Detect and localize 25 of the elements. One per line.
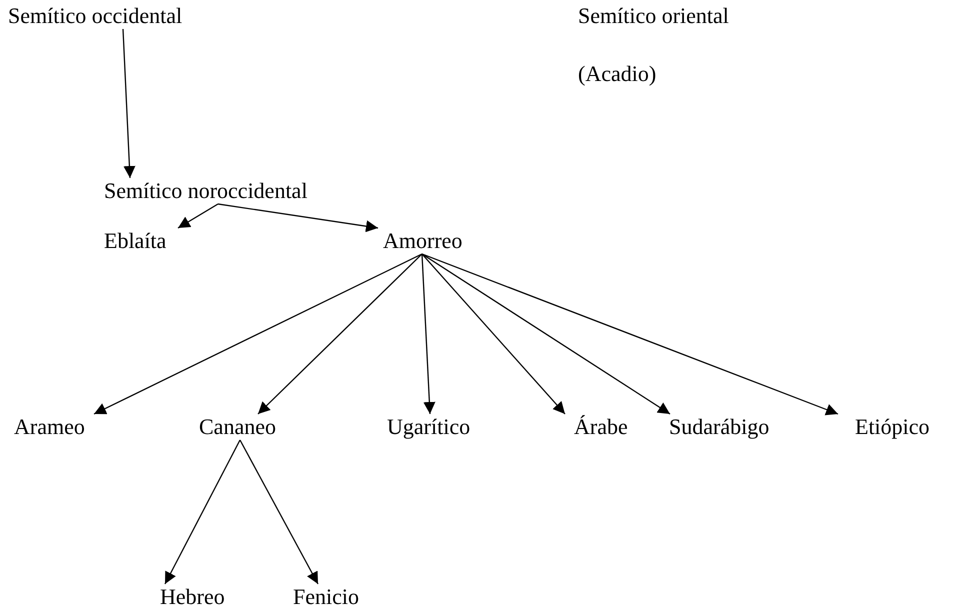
language-label: Semítico noroccidental <box>104 178 308 204</box>
language-label: Eblaíta <box>104 228 166 254</box>
arrow <box>239 440 319 584</box>
arrow <box>94 253 422 415</box>
arrow <box>422 254 670 414</box>
language-label: Hebreo <box>160 584 225 610</box>
language-label: Semítico occidental <box>8 3 182 29</box>
arrow <box>421 254 436 414</box>
language-label: Sudarábigo <box>669 414 770 440</box>
arrow <box>422 254 566 414</box>
language-label: Fenicio <box>293 584 359 610</box>
language-label: Arameo <box>14 414 85 440</box>
arrow <box>422 253 838 416</box>
language-label: Etiópico <box>855 414 930 440</box>
arrow <box>258 254 422 414</box>
text-label: (Acadio) <box>578 61 656 87</box>
arrow <box>122 28 136 178</box>
arrow <box>178 203 218 229</box>
language-label: Amorreo <box>383 228 462 254</box>
arrow <box>218 203 378 232</box>
language-label: Ugarítico <box>387 414 470 440</box>
language-label: Cananeo <box>199 414 276 440</box>
arrow <box>164 440 241 584</box>
text-label: Semítico oriental <box>578 3 729 29</box>
language-label: Árabe <box>574 414 628 440</box>
